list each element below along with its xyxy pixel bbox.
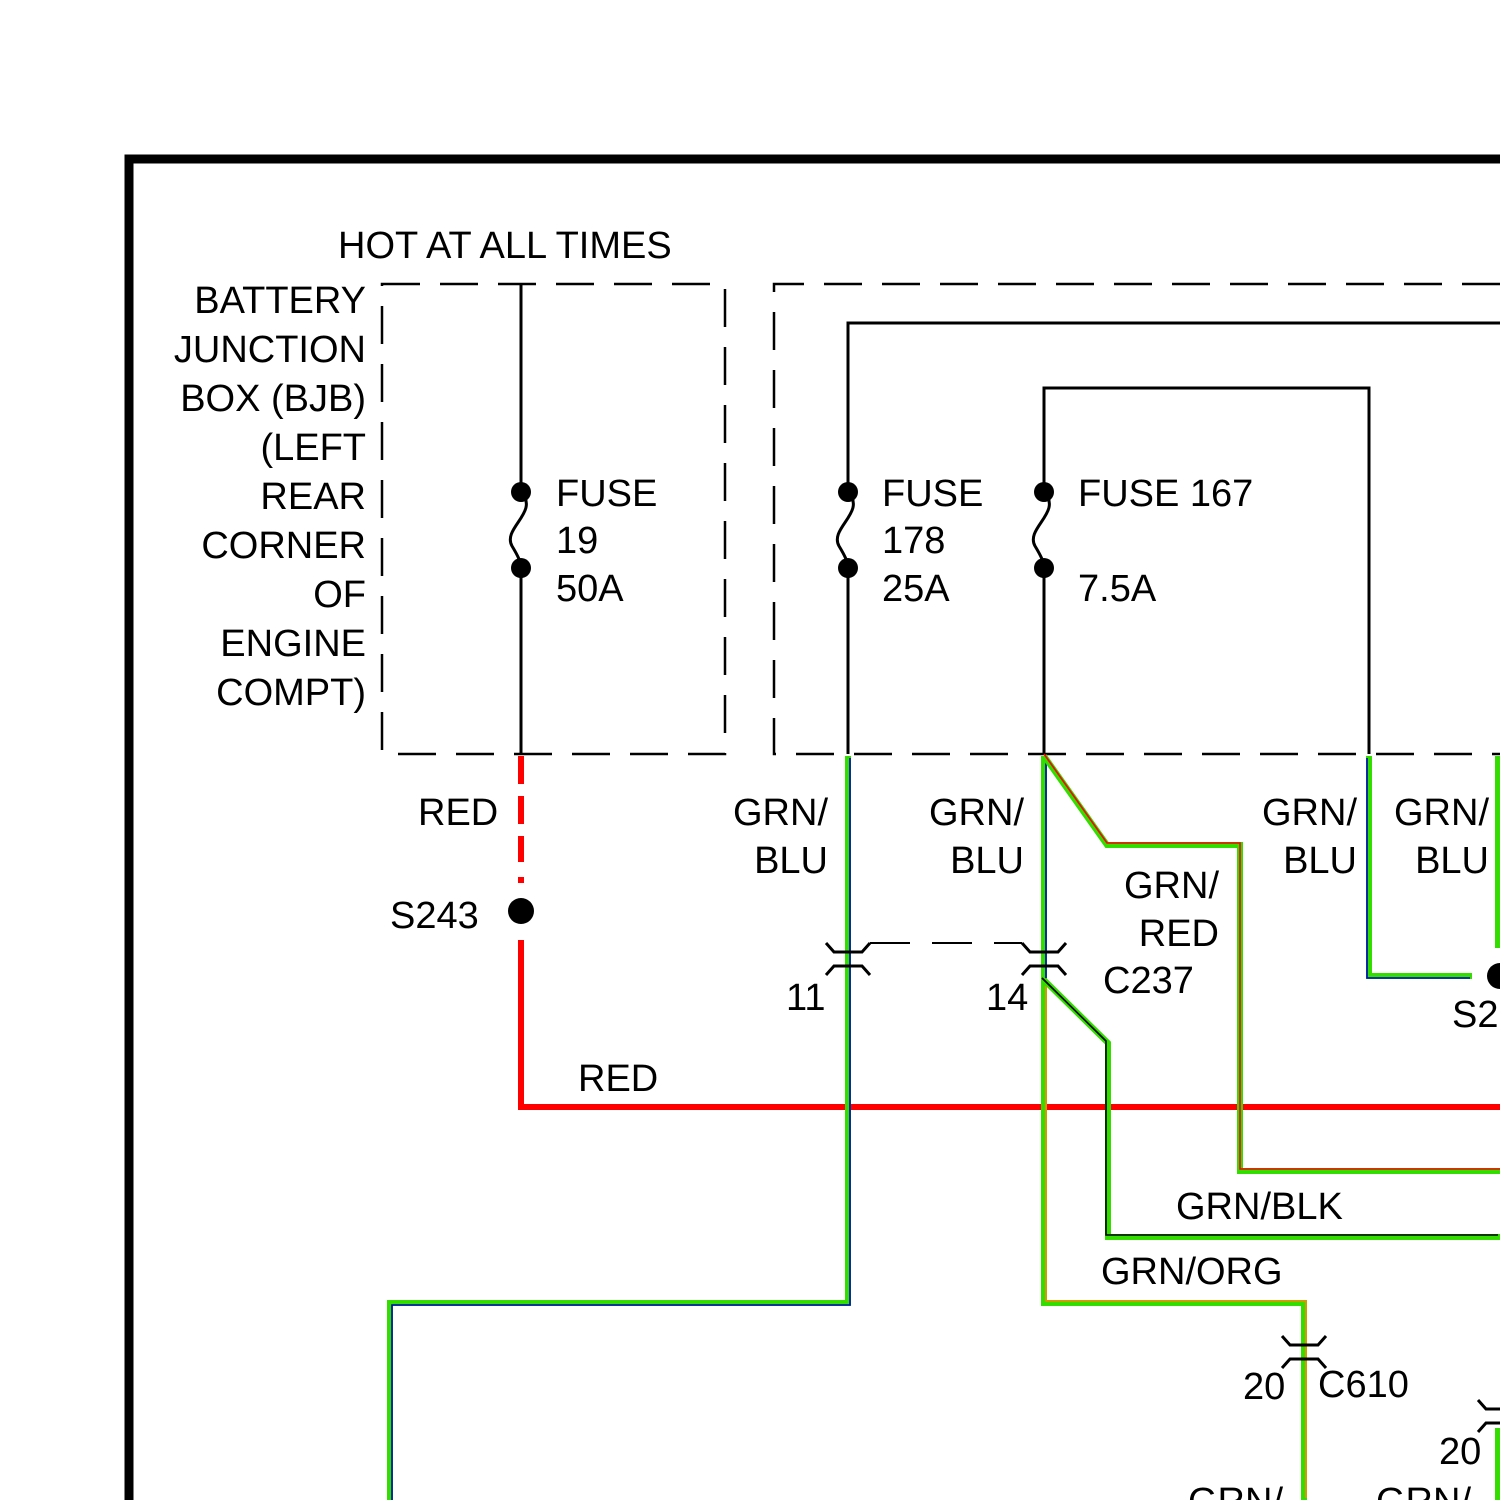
fuse-167-label: FUSE 167 7.5A [1078,473,1253,610]
wire-label-line: GRN/ [929,792,1024,834]
fuse-178-symbol [837,482,858,578]
grn-red-label: GRN/ RED [1124,865,1219,955]
bottom-wire-label-2: GRN/ [1376,1481,1471,1500]
splice-s243-dot [508,898,534,924]
bjb-label: BATTERY JUNCTION BOX (BJB) (LEFT REAR CO… [174,280,366,714]
bjb-label-line: BATTERY [194,280,366,322]
bjb-label-line: ENGINE [220,623,366,665]
bjb-label-line: BOX (BJB) [180,378,366,420]
wire-label-line: RED [1139,913,1219,955]
splice-s243-label: S243 [390,895,479,937]
connector-c610-label: C610 [1318,1364,1409,1406]
connector-pin-11-label: 11 [786,977,825,1019]
wire-label-line: BLU [1415,840,1489,882]
fuse-label-line: FUSE [556,473,657,515]
bjb-label-line: CORNER [201,525,366,567]
red-wire [521,940,1500,1107]
grn-blk-label: GRN/BLK [1176,1186,1343,1228]
bjb-label-line: OF [313,574,366,616]
connector-right-pin-label: 20 [1439,1431,1481,1473]
connector-c237-label: C237 [1103,960,1194,1002]
connector-right-edge [1478,1400,1500,1432]
fuse-label-line: 7.5A [1078,568,1157,610]
grn-blu-label-4: GRN/ BLU [1394,792,1489,882]
bottom-wire-label-1: GRN/ [1188,1481,1283,1500]
bjb-label-line: COMPT) [216,672,366,714]
fuse-19-label: FUSE 19 50A [556,473,657,610]
red-wire-label: RED [578,1058,658,1100]
connector-c610-pin-label: 20 [1243,1366,1285,1408]
bjb-box-left [382,284,725,754]
grn-blu-label-2: GRN/ BLU [929,792,1024,882]
wire-label-line: BLU [950,840,1024,882]
grn-blu-label-1: GRN/ BLU [733,792,828,882]
fuse-label-line: FUSE [882,473,983,515]
bjb-label-line: (LEFT [260,427,366,469]
bjb-label-line: JUNCTION [174,329,366,371]
fuse-label-line: 50A [556,568,624,610]
fuse-167-symbol [1033,482,1054,578]
splice-s2-dot [1487,963,1500,989]
wire-label-line: GRN/ [733,792,828,834]
wire-label-line: BLU [754,840,828,882]
fuse-label-line: 25A [882,568,950,610]
connector-pin-14-label: 14 [986,977,1028,1019]
fuse-label-line: 178 [882,520,945,562]
fuse-19-symbol [510,482,531,578]
red-wire-label-top: RED [418,792,498,834]
bjb-box-right [774,284,1500,754]
wire-label-line: BLU [1283,840,1357,882]
wire-label-line: GRN/ [1124,865,1219,907]
bjb-label-line: REAR [260,476,366,518]
grn-blu-label-3: GRN/ BLU [1262,792,1357,882]
fuse-label-line: FUSE 167 [1078,473,1253,515]
splice-s2-label: S2 [1452,994,1498,1036]
grn-org-label: GRN/ORG [1101,1251,1283,1293]
fuse-label-line: 19 [556,520,598,562]
wire-label-line: GRN/ [1262,792,1357,834]
hot-at-all-times-label: HOT AT ALL TIMES [338,225,672,267]
fuse-178-label: FUSE 178 25A [882,473,983,610]
wire-label-line: GRN/ [1394,792,1489,834]
